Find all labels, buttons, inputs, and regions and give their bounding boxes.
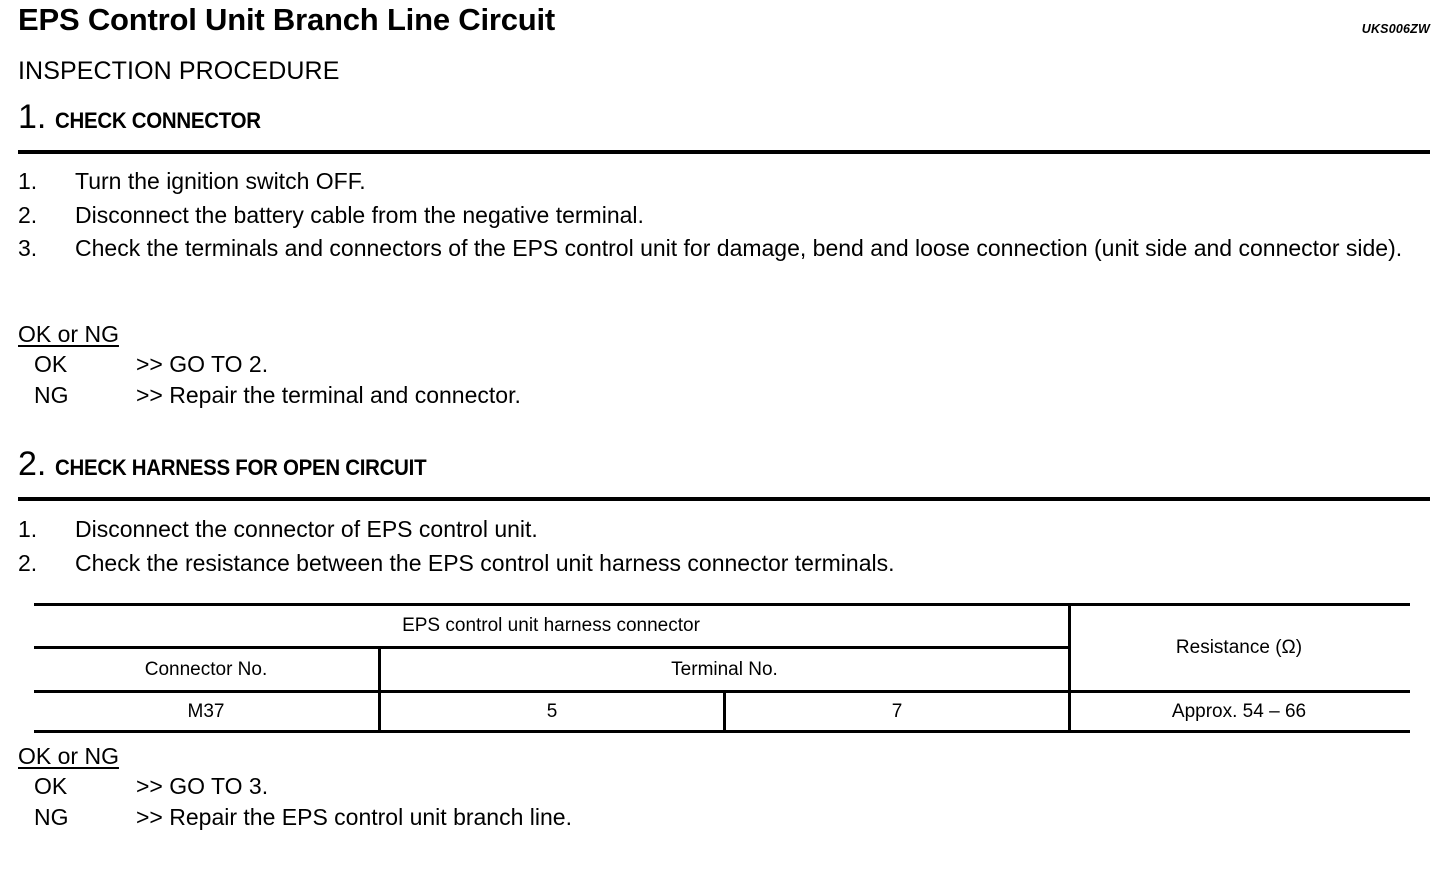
step-2-result-block: OK or NG OK >> GO TO 3. NG >> Repair the…: [18, 742, 572, 834]
table-cell-terminal-a: 5: [546, 700, 558, 722]
table-resistance-header: Resistance (Ω): [1175, 637, 1303, 658]
step-2-title: CHECK HARNESS FOR OPEN CIRCUIT: [55, 455, 427, 480]
list-item-text: Check the terminals and connectors of th…: [75, 235, 1403, 262]
okng-key: NG: [34, 382, 69, 409]
list-item: 2. Check the resistance between the EPS …: [18, 548, 1432, 579]
table-cell-resistance: Approx. 54 – 66: [1171, 700, 1307, 722]
step-2-heading: 2. CHECK HARNESS FOR OPEN CIRCUIT: [18, 447, 455, 481]
step-2-rule: [18, 497, 1430, 501]
page-title: EPS Control Unit Branch Line Circuit: [18, 2, 556, 37]
title-row: EPS Control Unit Branch Line Circuit UKS…: [0, 0, 1440, 50]
table-body-divider: [34, 690, 1410, 693]
step-1-procedure-list: 1. Turn the ignition switch OFF. 2. Disc…: [18, 166, 1432, 267]
table-cell-terminal-b: 7: [891, 700, 903, 722]
table-bottom-border: [34, 730, 1410, 733]
okng-key: OK: [34, 350, 68, 377]
table-divider-terminal-pair: [723, 690, 726, 730]
table-divider-resistance: [1068, 603, 1071, 730]
step-1-number: 1.: [18, 98, 47, 136]
table-divider-connector-terminal: [378, 646, 381, 730]
list-item-text: Turn the ignition switch OFF.: [75, 168, 366, 194]
step-1-rule: [18, 150, 1430, 154]
resistance-spec-table: EPS control unit harness connector Resis…: [34, 603, 1410, 733]
okng-heading-wrap: OK or NG: [18, 320, 521, 349]
list-item: 3. Check the terminals and connectors of…: [18, 233, 1432, 264]
table-header-divider: [34, 646, 1068, 649]
list-item: 2. Disconnect the battery cable from the…: [18, 200, 1432, 231]
okng-row-ng: NG >> Repair the EPS control unit branch…: [34, 802, 572, 834]
section-label: INSPECTION PROCEDURE: [18, 57, 340, 85]
list-item-number: 3.: [18, 235, 38, 262]
table-cell-connector-no: M37: [187, 700, 225, 722]
okng-row-ng: NG >> Repair the terminal and connector.: [34, 380, 521, 412]
list-item-number: 2.: [18, 201, 38, 228]
list-item: 1. Turn the ignition switch OFF.: [18, 166, 1432, 197]
list-item-number: 2.: [18, 549, 38, 576]
okng-value: >> GO TO 2.: [136, 350, 269, 377]
okng-key: NG: [34, 804, 69, 831]
okng-value: >> Repair the terminal and connector.: [136, 382, 521, 409]
step-2-number: 2.: [18, 445, 47, 483]
table-top-border: [34, 603, 1410, 606]
list-item-text: Disconnect the connector of EPS control …: [75, 516, 538, 542]
okng-heading: OK or NG: [18, 321, 119, 347]
step-1-title: CHECK CONNECTOR: [55, 108, 262, 133]
list-item-text: Disconnect the battery cable from the ne…: [75, 201, 644, 228]
reference-code: UKS006ZW: [1361, 22, 1430, 36]
step-1-result-block: OK or NG OK >> GO TO 2. NG >> Repair the…: [18, 320, 521, 412]
list-item-text: Check the resistance between the EPS con…: [75, 549, 895, 576]
okng-row-ok: OK >> GO TO 3.: [34, 771, 572, 803]
okng-row-ok: OK >> GO TO 2.: [34, 349, 521, 381]
table-terminal-no-header: Terminal No.: [671, 658, 778, 680]
list-item: 1. Disconnect the connector of EPS contr…: [18, 514, 1432, 545]
list-item-number: 1.: [18, 516, 38, 542]
table-connector-no-header: Connector No.: [144, 658, 268, 680]
okng-key: OK: [34, 772, 68, 799]
okng-heading-wrap: OK or NG: [18, 742, 572, 771]
list-item-number: 1.: [18, 168, 38, 194]
step-1-heading: 1. CHECK CONNECTOR: [18, 100, 277, 134]
okng-heading: OK or NG: [18, 743, 119, 769]
table-group-header: EPS control unit harness connector: [402, 615, 700, 636]
okng-value: >> GO TO 3.: [136, 772, 269, 799]
okng-value: >> Repair the EPS control unit branch li…: [136, 804, 572, 831]
step-2-procedure-list: 1. Disconnect the connector of EPS contr…: [18, 514, 1432, 581]
